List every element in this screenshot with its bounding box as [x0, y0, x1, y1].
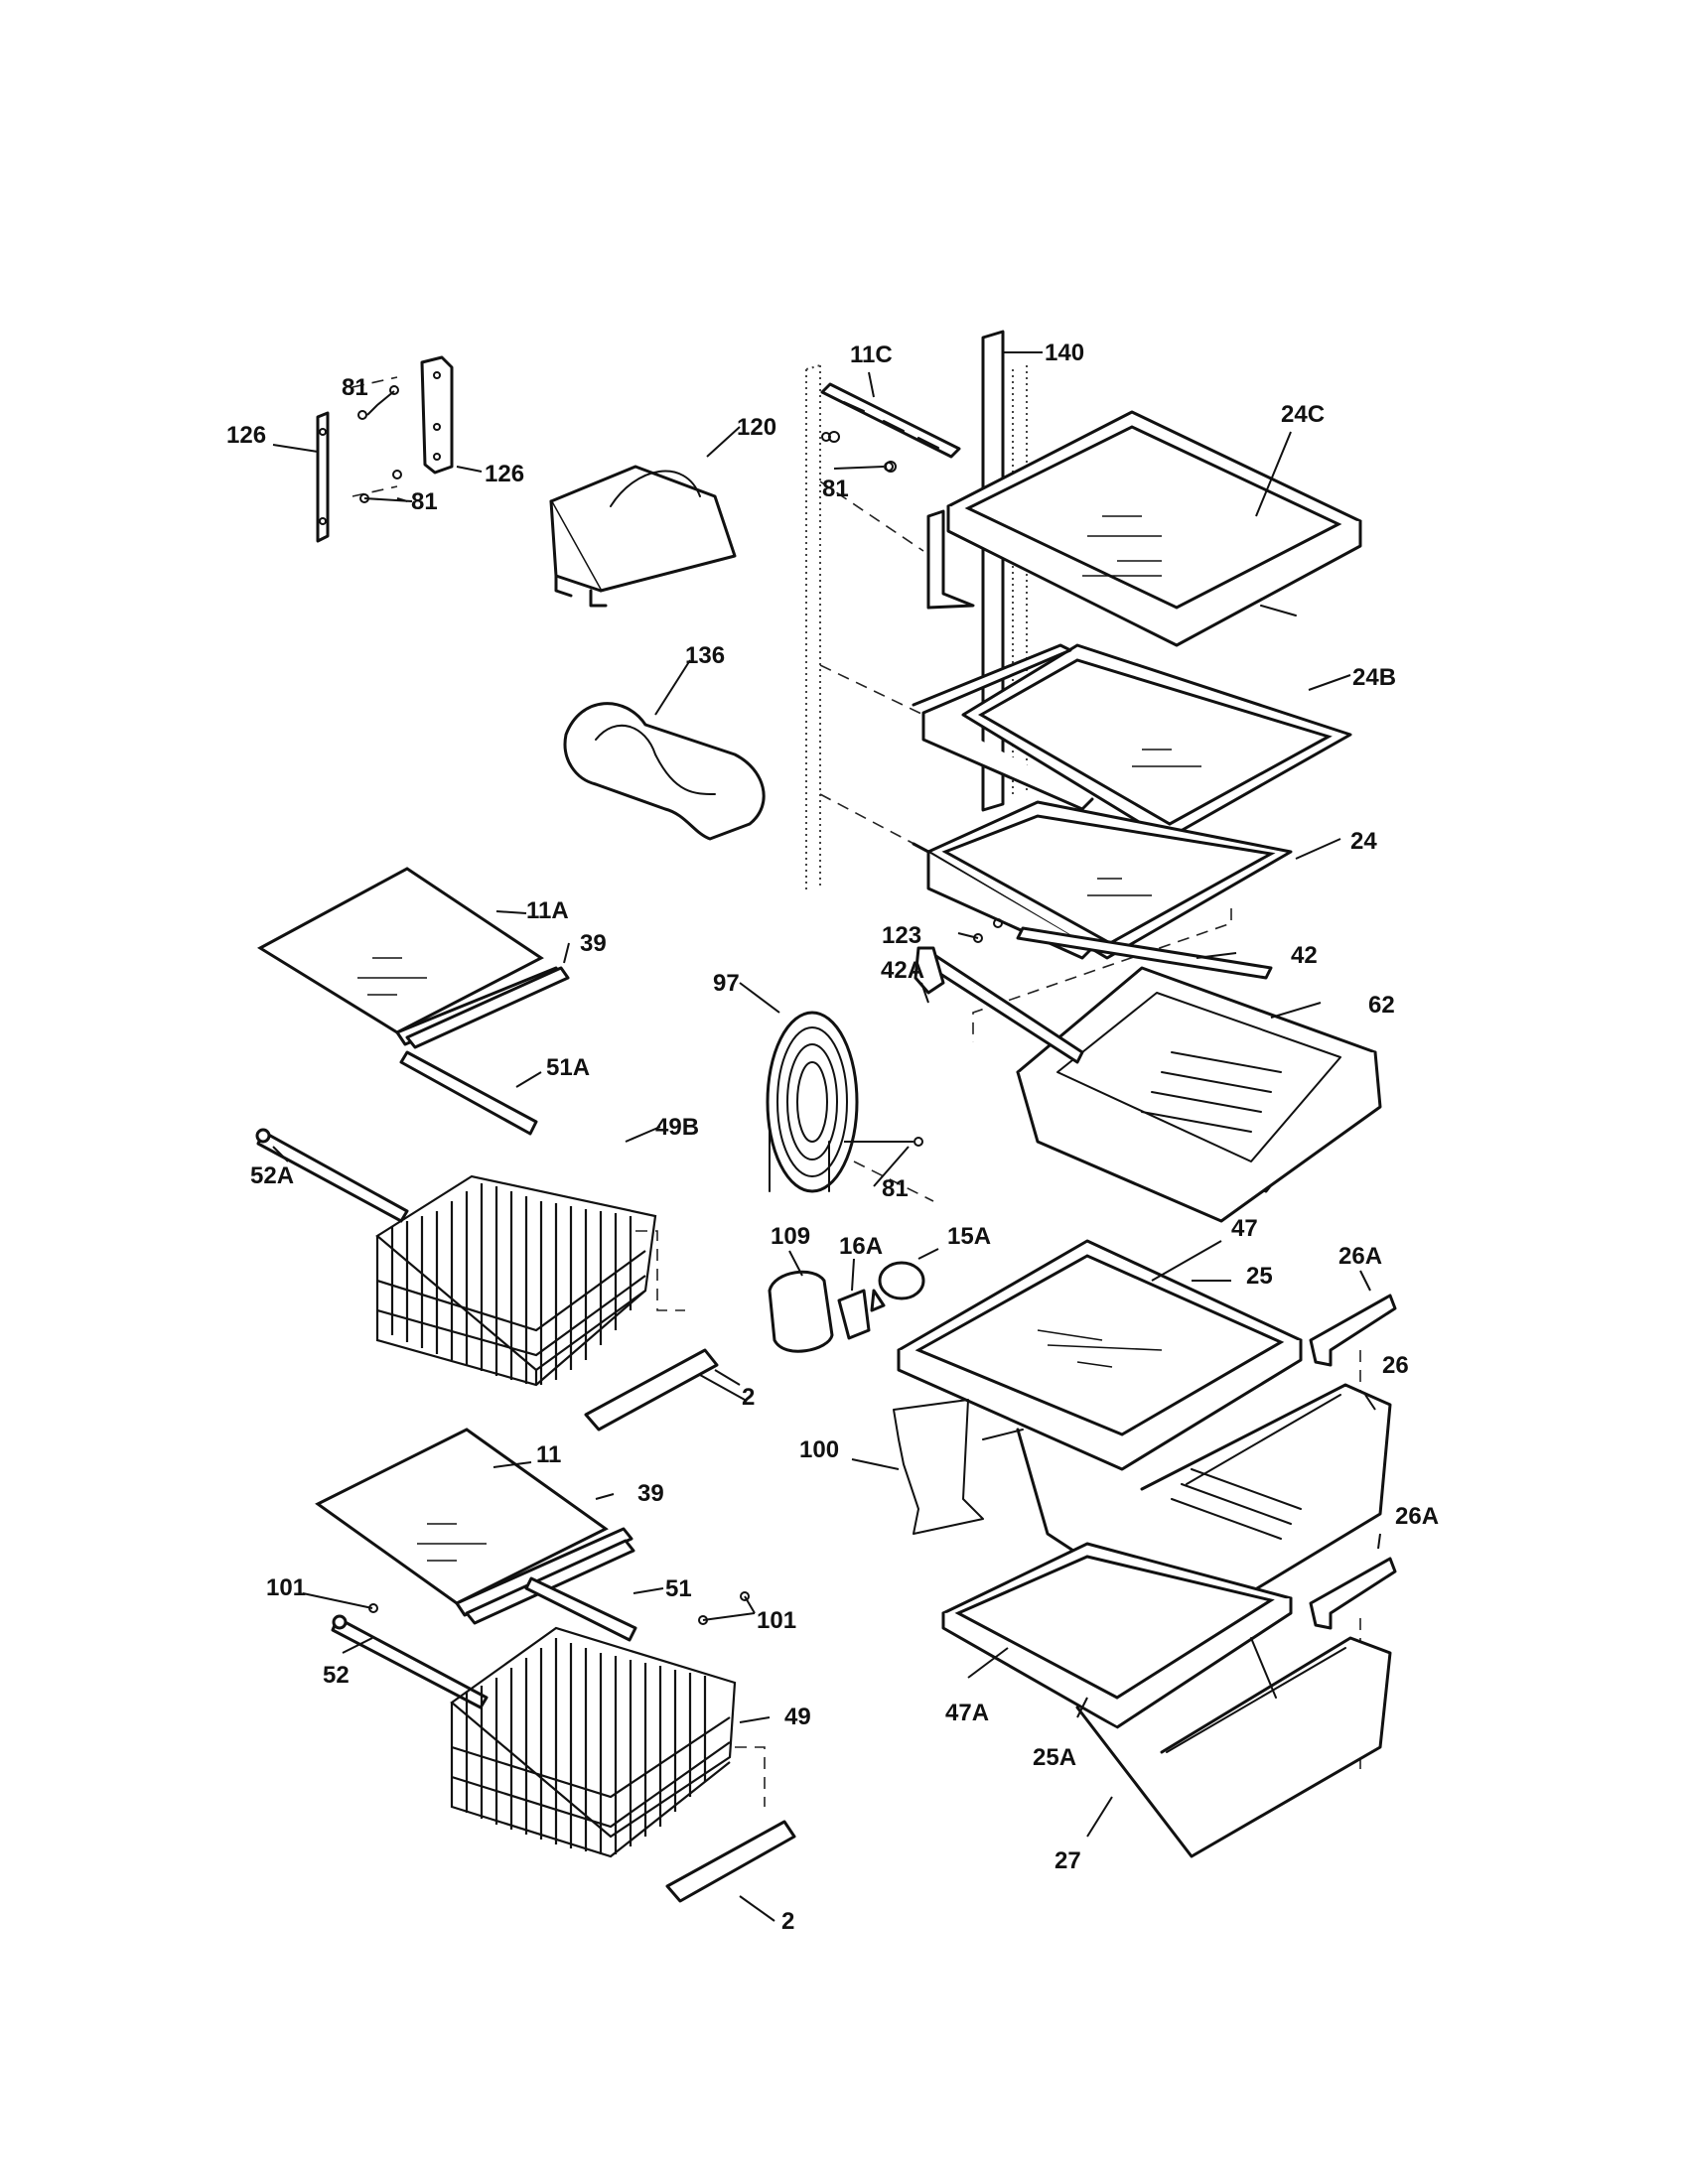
bulb-15A: [870, 1261, 925, 1312]
guide-lines: [352, 376, 1361, 1807]
panel-100: [893, 1399, 1024, 1535]
callout-47A: 47A: [945, 1700, 989, 1726]
callout-25A: 25A: [1033, 1744, 1076, 1771]
trim-39-lower: [465, 1539, 635, 1625]
bracket-11C: [820, 382, 961, 473]
callout-39: 39: [580, 930, 607, 957]
callout-126: 126: [226, 422, 266, 449]
callout-101: 101: [757, 1607, 796, 1634]
shelf-24B: [912, 643, 1352, 841]
callout-120: 120: [737, 414, 776, 441]
shelf-11: [315, 1428, 633, 1617]
shelf-24: [912, 800, 1293, 960]
trim-2-upper: [584, 1348, 719, 1432]
callout-81: 81: [342, 374, 368, 401]
callout-39: 39: [637, 1480, 664, 1507]
callout-81: 81: [822, 476, 849, 502]
callout-15A: 15A: [947, 1223, 991, 1250]
callout-101: 101: [266, 1574, 306, 1601]
callout-126: 126: [485, 461, 524, 487]
callout-136: 136: [685, 642, 725, 669]
callout-24B: 24B: [1352, 664, 1396, 691]
callout-51A: 51A: [546, 1054, 590, 1081]
bin-120: [549, 465, 737, 608]
screw-123: [973, 918, 1003, 943]
socket-16A: [837, 1289, 871, 1340]
callout-62: 62: [1368, 992, 1395, 1019]
callout-81: 81: [411, 488, 438, 515]
basket-49B: [375, 1174, 657, 1387]
bracket-126-right: [420, 355, 454, 475]
leader-lines: [272, 351, 1381, 1922]
callout-26A: 26A: [1338, 1243, 1382, 1270]
callout-81: 81: [882, 1175, 909, 1202]
callout-140: 140: [1045, 340, 1084, 366]
callout-24C: 24C: [1281, 401, 1325, 428]
callout-2: 2: [781, 1908, 794, 1935]
trim-2-lower: [665, 1820, 796, 1903]
trim-39-upper: [405, 966, 570, 1049]
callout-2: 2: [742, 1384, 755, 1411]
bracket-26A-upper: [1309, 1294, 1397, 1367]
callout-49B: 49B: [655, 1114, 699, 1141]
callout-27: 27: [1055, 1847, 1081, 1874]
shelf-24C: [926, 410, 1362, 647]
callout-100: 100: [799, 1436, 839, 1463]
callout-47: 47: [1231, 1215, 1258, 1242]
callout-26A: 26A: [1395, 1503, 1439, 1530]
callout-42: 42: [1291, 942, 1318, 969]
drawer-27: [1075, 1636, 1392, 1858]
coil-97: [766, 1011, 859, 1193]
callout-26: 26: [1382, 1352, 1409, 1379]
slide-42A: [914, 946, 1084, 1064]
pan-62: [1016, 966, 1382, 1223]
callout-42A: 42A: [881, 957, 924, 984]
basket-49: [450, 1626, 737, 1858]
callout-24: 24: [1350, 828, 1377, 855]
callout-16A: 16A: [839, 1233, 883, 1260]
callout-11C: 11C: [850, 341, 893, 368]
glass-47A: [954, 1555, 1275, 1700]
slide-51A: [399, 1050, 538, 1136]
callout-52A: 52A: [250, 1162, 294, 1189]
screws-81: [357, 385, 923, 1147]
bracket-26A-lower: [1309, 1557, 1397, 1630]
holder-136: [563, 702, 766, 841]
slide-51: [524, 1576, 637, 1642]
callout-11: 11: [536, 1441, 561, 1468]
rear-rail: [805, 364, 821, 893]
callout-25: 25: [1246, 1263, 1273, 1290]
bracket-126-left: [316, 411, 330, 543]
callout-labels: 140 11C 24C 81 81 81 81 126 126 120 136 …: [226, 340, 1439, 1935]
light-shield-109: [768, 1270, 834, 1353]
callout-49: 49: [784, 1704, 811, 1730]
callout-52: 52: [323, 1662, 350, 1689]
rail-140: [981, 330, 1028, 812]
callout-97: 97: [713, 970, 740, 997]
callout-123: 123: [882, 922, 921, 949]
callout-51: 51: [665, 1575, 692, 1602]
glass-47: [914, 1254, 1285, 1436]
callout-109: 109: [771, 1223, 810, 1250]
shelf-11A: [257, 867, 566, 1046]
callout-11A: 11A: [526, 897, 569, 924]
slide-42: [1016, 926, 1273, 980]
